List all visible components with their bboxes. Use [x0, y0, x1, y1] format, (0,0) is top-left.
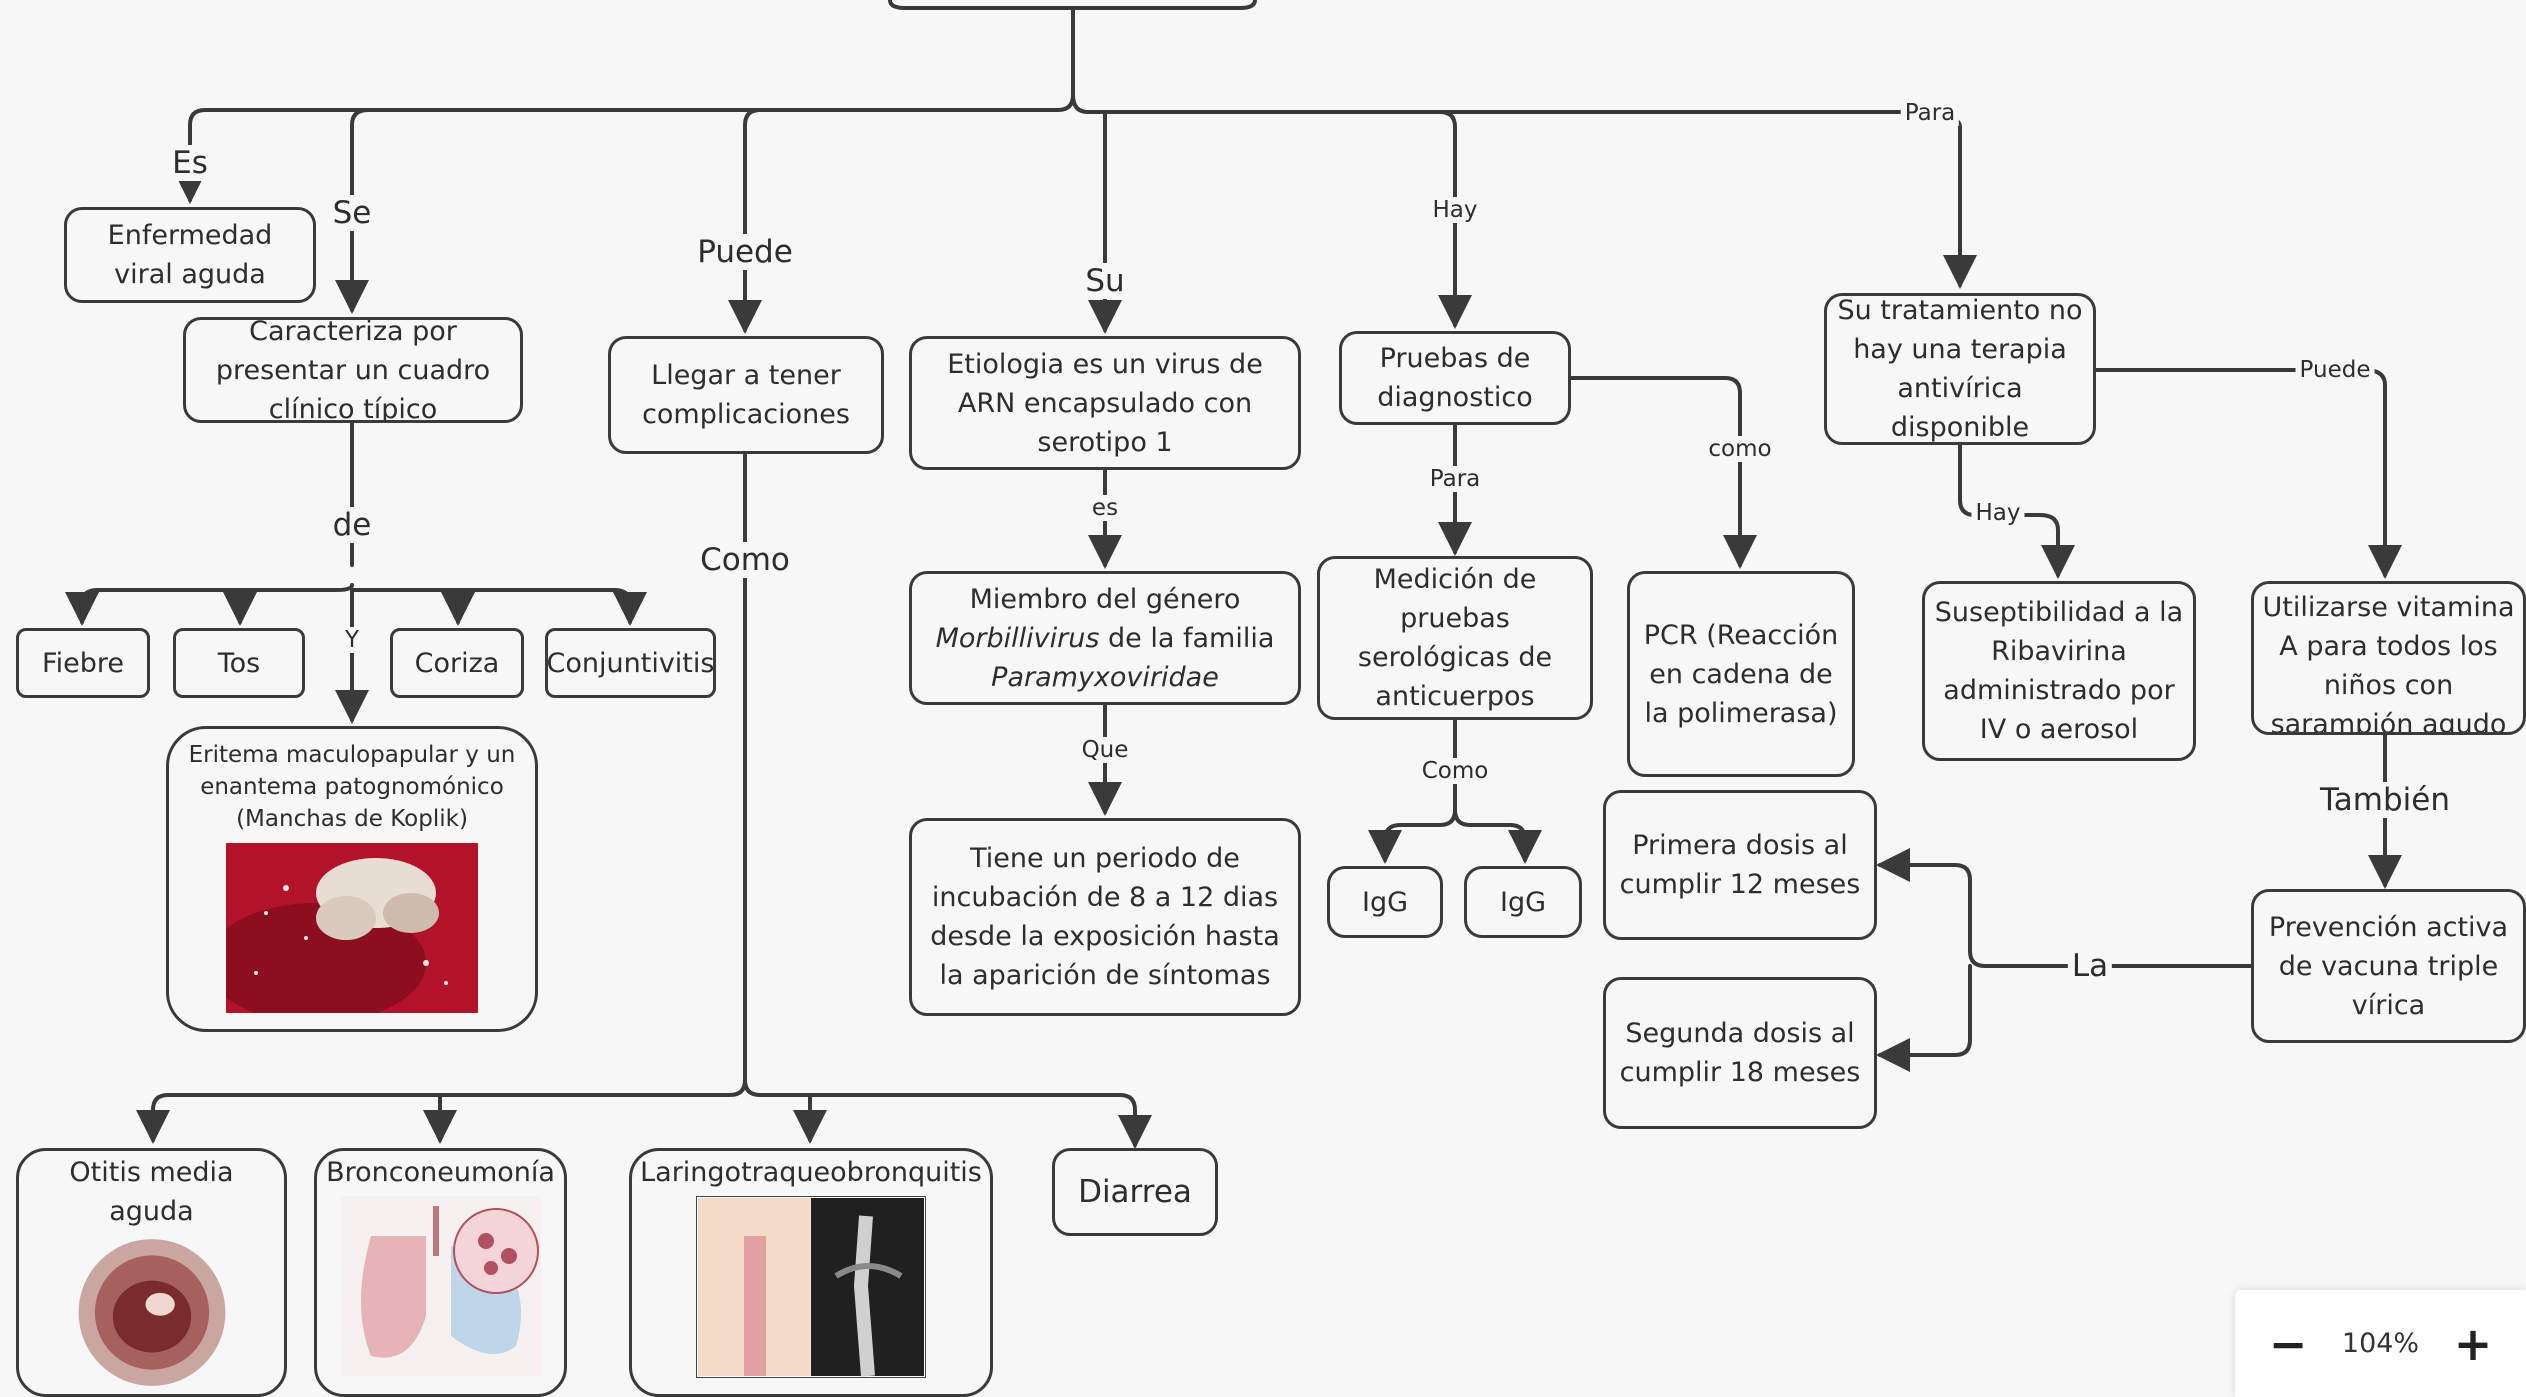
zoom-out-button[interactable]: −	[2268, 1316, 2308, 1371]
koplik-image	[226, 843, 478, 1013]
lungs-image	[340, 1196, 541, 1376]
node-laringotraqueobronquitis[interactable]: Laringotraqueobronquitis	[629, 1148, 993, 1397]
node-fiebre[interactable]: Fiebre	[16, 628, 150, 698]
node-enfermedad-viral[interactable]: Enfermedad viral aguda	[64, 207, 316, 303]
label-la: La	[2067, 948, 2113, 984]
node-bronconeumonia[interactable]: Bronconeumonía	[314, 1148, 567, 1397]
label-y: Y	[340, 627, 364, 653]
node-eritema[interactable]: Eritema maculopapular y un enantema pato…	[166, 726, 538, 1032]
node-caracteriza[interactable]: Caracteriza por presentar un cuadro clín…	[183, 317, 523, 423]
zoom-level: 104%	[2341, 1328, 2420, 1359]
node-complicaciones[interactable]: Llegar a tener complicaciones	[608, 336, 884, 454]
node-segunda-dosis[interactable]: Segunda dosis al cumplir 18 meses	[1603, 977, 1877, 1129]
node-pcr[interactable]: PCR (Reacción en cadena de la polimerasa…	[1627, 571, 1855, 777]
node-otitis[interactable]: Otitis media aguda	[16, 1148, 287, 1397]
node-etiologia[interactable]: Etiologia es un virus de ARN encapsulado…	[909, 336, 1301, 470]
zoom-in-button[interactable]: +	[2453, 1316, 2493, 1371]
label-como-small: Como	[1417, 758, 1493, 784]
miembro-text-2: de la familia	[1099, 622, 1275, 654]
zoom-control: − 104% +	[2235, 1290, 2526, 1397]
node-tos[interactable]: Tos	[173, 628, 305, 698]
miembro-text: Miembro del género	[969, 583, 1241, 615]
node-coriza[interactable]: Coriza	[390, 628, 524, 698]
node-conjuntivitis[interactable]: Conjuntivitis	[545, 628, 716, 698]
label-de: de	[328, 507, 376, 543]
node-diarrea[interactable]: Diarrea	[1052, 1148, 1218, 1236]
label-como: Como	[696, 542, 794, 578]
label-hay-small: Hay	[1971, 500, 2025, 526]
node-igg-2[interactable]: IgG	[1464, 866, 1582, 938]
label-puede-small: Puede	[2295, 357, 2375, 383]
label-su: Su	[1081, 263, 1129, 299]
node-primera-dosis[interactable]: Primera dosis al cumplir 12 meses	[1603, 790, 1877, 940]
croup-image	[696, 1196, 926, 1378]
node-tratamiento[interactable]: Su tratamiento no hay una terapia antiví…	[1824, 293, 2096, 445]
label-se: Se	[328, 195, 376, 231]
label-tambien: También	[2315, 782, 2455, 818]
label-hay: Hay	[1428, 197, 1482, 223]
label-como-lower: como	[1704, 436, 1776, 462]
label-puede: Puede	[693, 234, 797, 270]
node-ribavirina[interactable]: Suseptibilidad a la Ribavirina administr…	[1922, 581, 2196, 761]
otitis-image	[78, 1239, 225, 1386]
node-vitamina[interactable]: Utilizarse vitamina A para todos los niñ…	[2251, 581, 2526, 735]
label-es: Es	[168, 145, 212, 181]
genus-name: Morbillivirus	[935, 622, 1100, 654]
node-medicion[interactable]: Medición de pruebas serológicas de antic…	[1317, 556, 1593, 720]
node-pruebas[interactable]: Pruebas de diagnostico	[1339, 331, 1571, 425]
node-prevencion[interactable]: Prevención activa de vacuna triple víric…	[2251, 889, 2526, 1043]
node-igg-1[interactable]: IgG	[1327, 866, 1443, 938]
label-es-small: es	[1087, 495, 1123, 521]
label-para: Para	[1425, 466, 1485, 492]
family-name: Paramyxoviridae	[991, 661, 1219, 693]
node-incubacion[interactable]: Tiene un periodo de incubación de 8 a 12…	[909, 818, 1301, 1016]
label-que: Que	[1077, 737, 1133, 763]
label-para-top: Para	[1900, 100, 1960, 126]
